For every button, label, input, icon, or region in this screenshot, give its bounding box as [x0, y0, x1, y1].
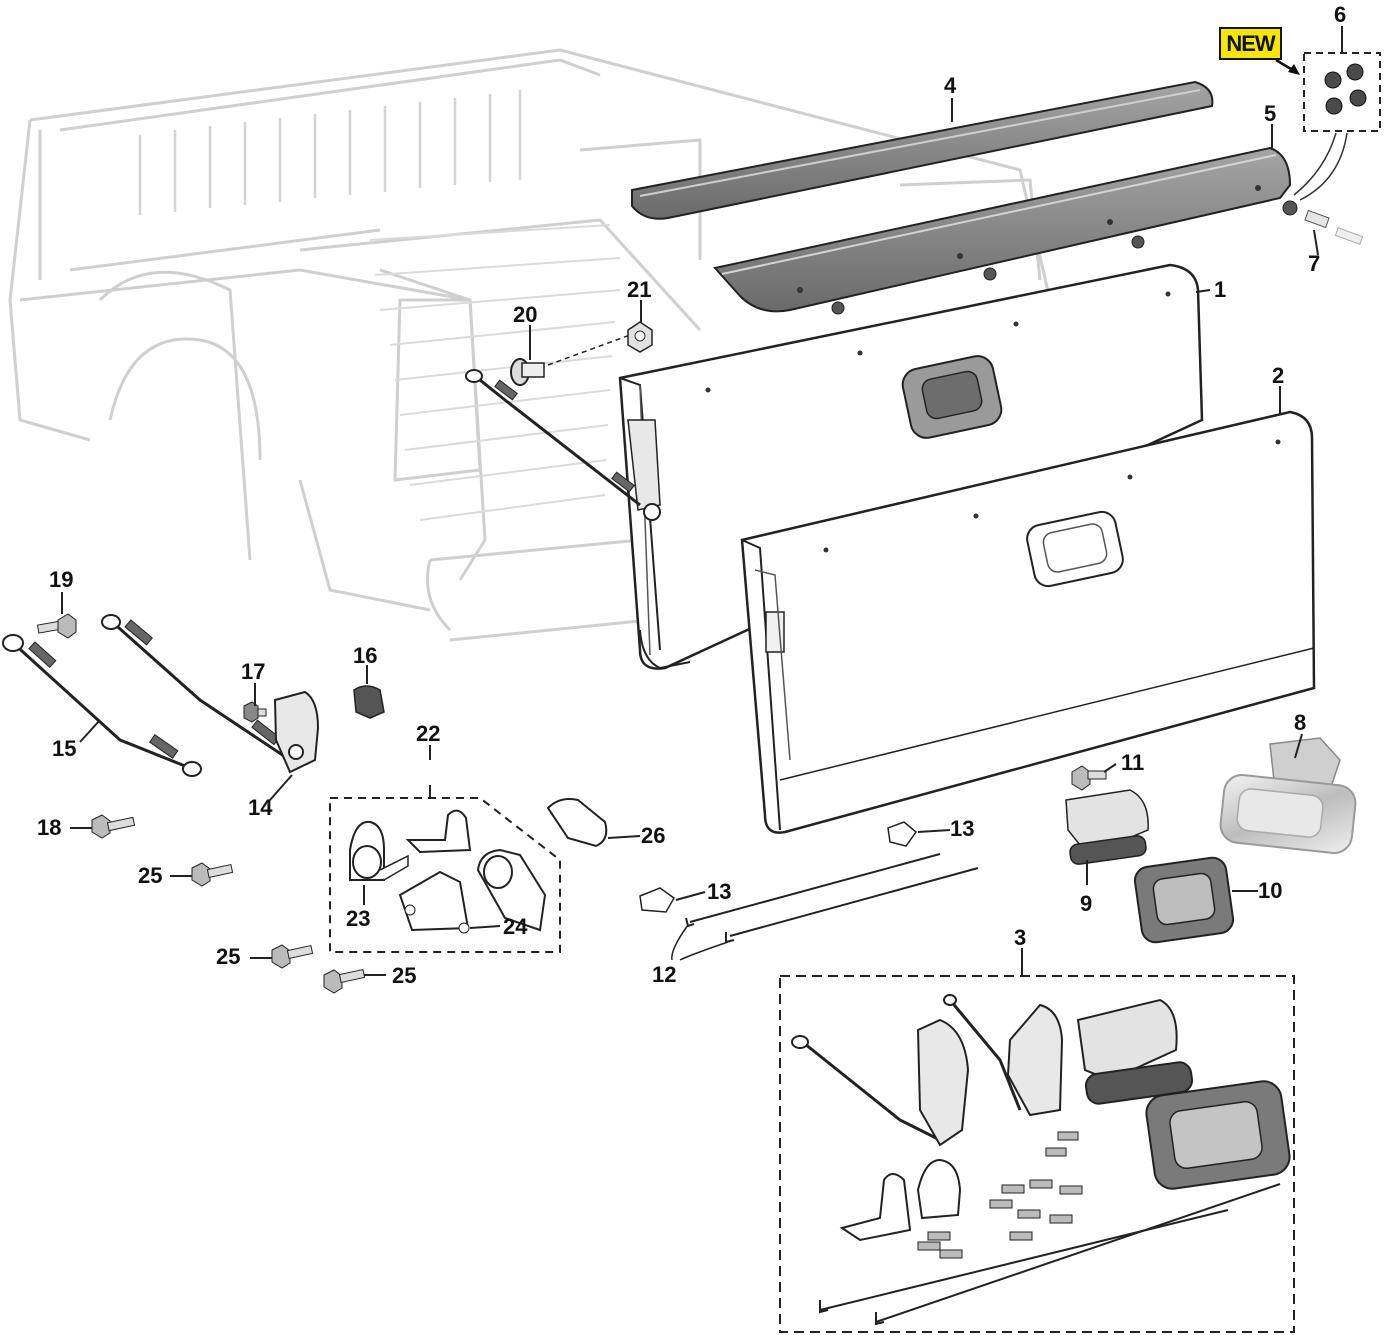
screw-part-7: [1304, 209, 1364, 245]
callout-23: 23: [346, 906, 371, 931]
callout-11: 11: [1121, 750, 1145, 775]
callout-20: 20: [513, 302, 538, 327]
leader-lines: [61, 26, 1343, 976]
callout-9: 9: [1080, 891, 1093, 916]
bumper-part-16: [353, 685, 385, 719]
handle-mechanism-part-9: [1065, 789, 1149, 865]
bolt-part-19: [36, 613, 77, 639]
callout-1: 1: [1214, 277, 1227, 302]
callout-7: 7: [1308, 251, 1321, 276]
bezel-part-10: [1133, 856, 1235, 944]
callout-12: 12: [652, 962, 677, 987]
bed-floor-ribs: [369, 224, 621, 521]
hinge-kit-part-22: [329, 785, 561, 953]
callout-25-a: 25: [138, 863, 163, 888]
cable-part-15: [2, 634, 202, 777]
callout-16: 16: [353, 643, 378, 668]
bolt-part-17: [243, 701, 267, 723]
clip-part-13-b: [639, 887, 675, 913]
bolt-part-20: [510, 358, 545, 386]
nut-part-21: [627, 321, 653, 353]
callout-2: 2: [1272, 363, 1285, 388]
dashed-leader-20-21: [547, 334, 631, 366]
bolt-part-25-c: [323, 968, 366, 994]
callout-25-c: 25: [392, 963, 417, 988]
callout-14: 14: [248, 795, 273, 820]
bolt-part-18: [91, 814, 136, 839]
bolt-part-25-b: [271, 944, 314, 969]
bolt-part-11: [1071, 765, 1107, 791]
callout-8: 8: [1294, 710, 1307, 735]
tailgate-cap-part-5: [713, 146, 1292, 313]
callout-4: 4: [944, 73, 957, 98]
bolt-part-25-a: [191, 862, 234, 887]
bed-wall-ribs: [138, 90, 522, 215]
callout-22: 22: [416, 721, 441, 746]
callout-21: 21: [627, 277, 652, 302]
tailgate-cap-part-4: [631, 80, 1214, 220]
tailgate-outer-part-2: [740, 410, 1316, 834]
new-arrow-head: [1288, 64, 1300, 75]
fastener-kit-part-6: [1293, 52, 1381, 201]
cable-part-14: [101, 614, 320, 774]
callout-17: 17: [241, 659, 266, 684]
installed-cable: [465, 369, 641, 507]
callout-15: 15: [52, 736, 77, 761]
callout-10: 10: [1258, 878, 1283, 903]
cap-screws: [831, 200, 1298, 315]
callout-13-a: 13: [950, 816, 975, 841]
new-badge: NEW: [1219, 27, 1282, 60]
callout-3: 3: [1014, 925, 1027, 950]
kit-part-3: [779, 960, 1295, 1333]
callout-6: 6: [1334, 2, 1347, 27]
clip-part-13-a: [887, 821, 918, 847]
rods-part-12: [671, 853, 979, 961]
chrome-handle-part-8: [1219, 737, 1357, 854]
callout-26: 26: [641, 823, 666, 848]
callout-25-b: 25: [216, 944, 241, 969]
callout-13-b: 13: [707, 879, 732, 904]
callout-19: 19: [49, 567, 74, 592]
callout-18: 18: [37, 815, 62, 840]
bracket-part-26: [546, 798, 608, 848]
callout-5: 5: [1264, 101, 1277, 126]
callout-24: 24: [503, 914, 528, 939]
